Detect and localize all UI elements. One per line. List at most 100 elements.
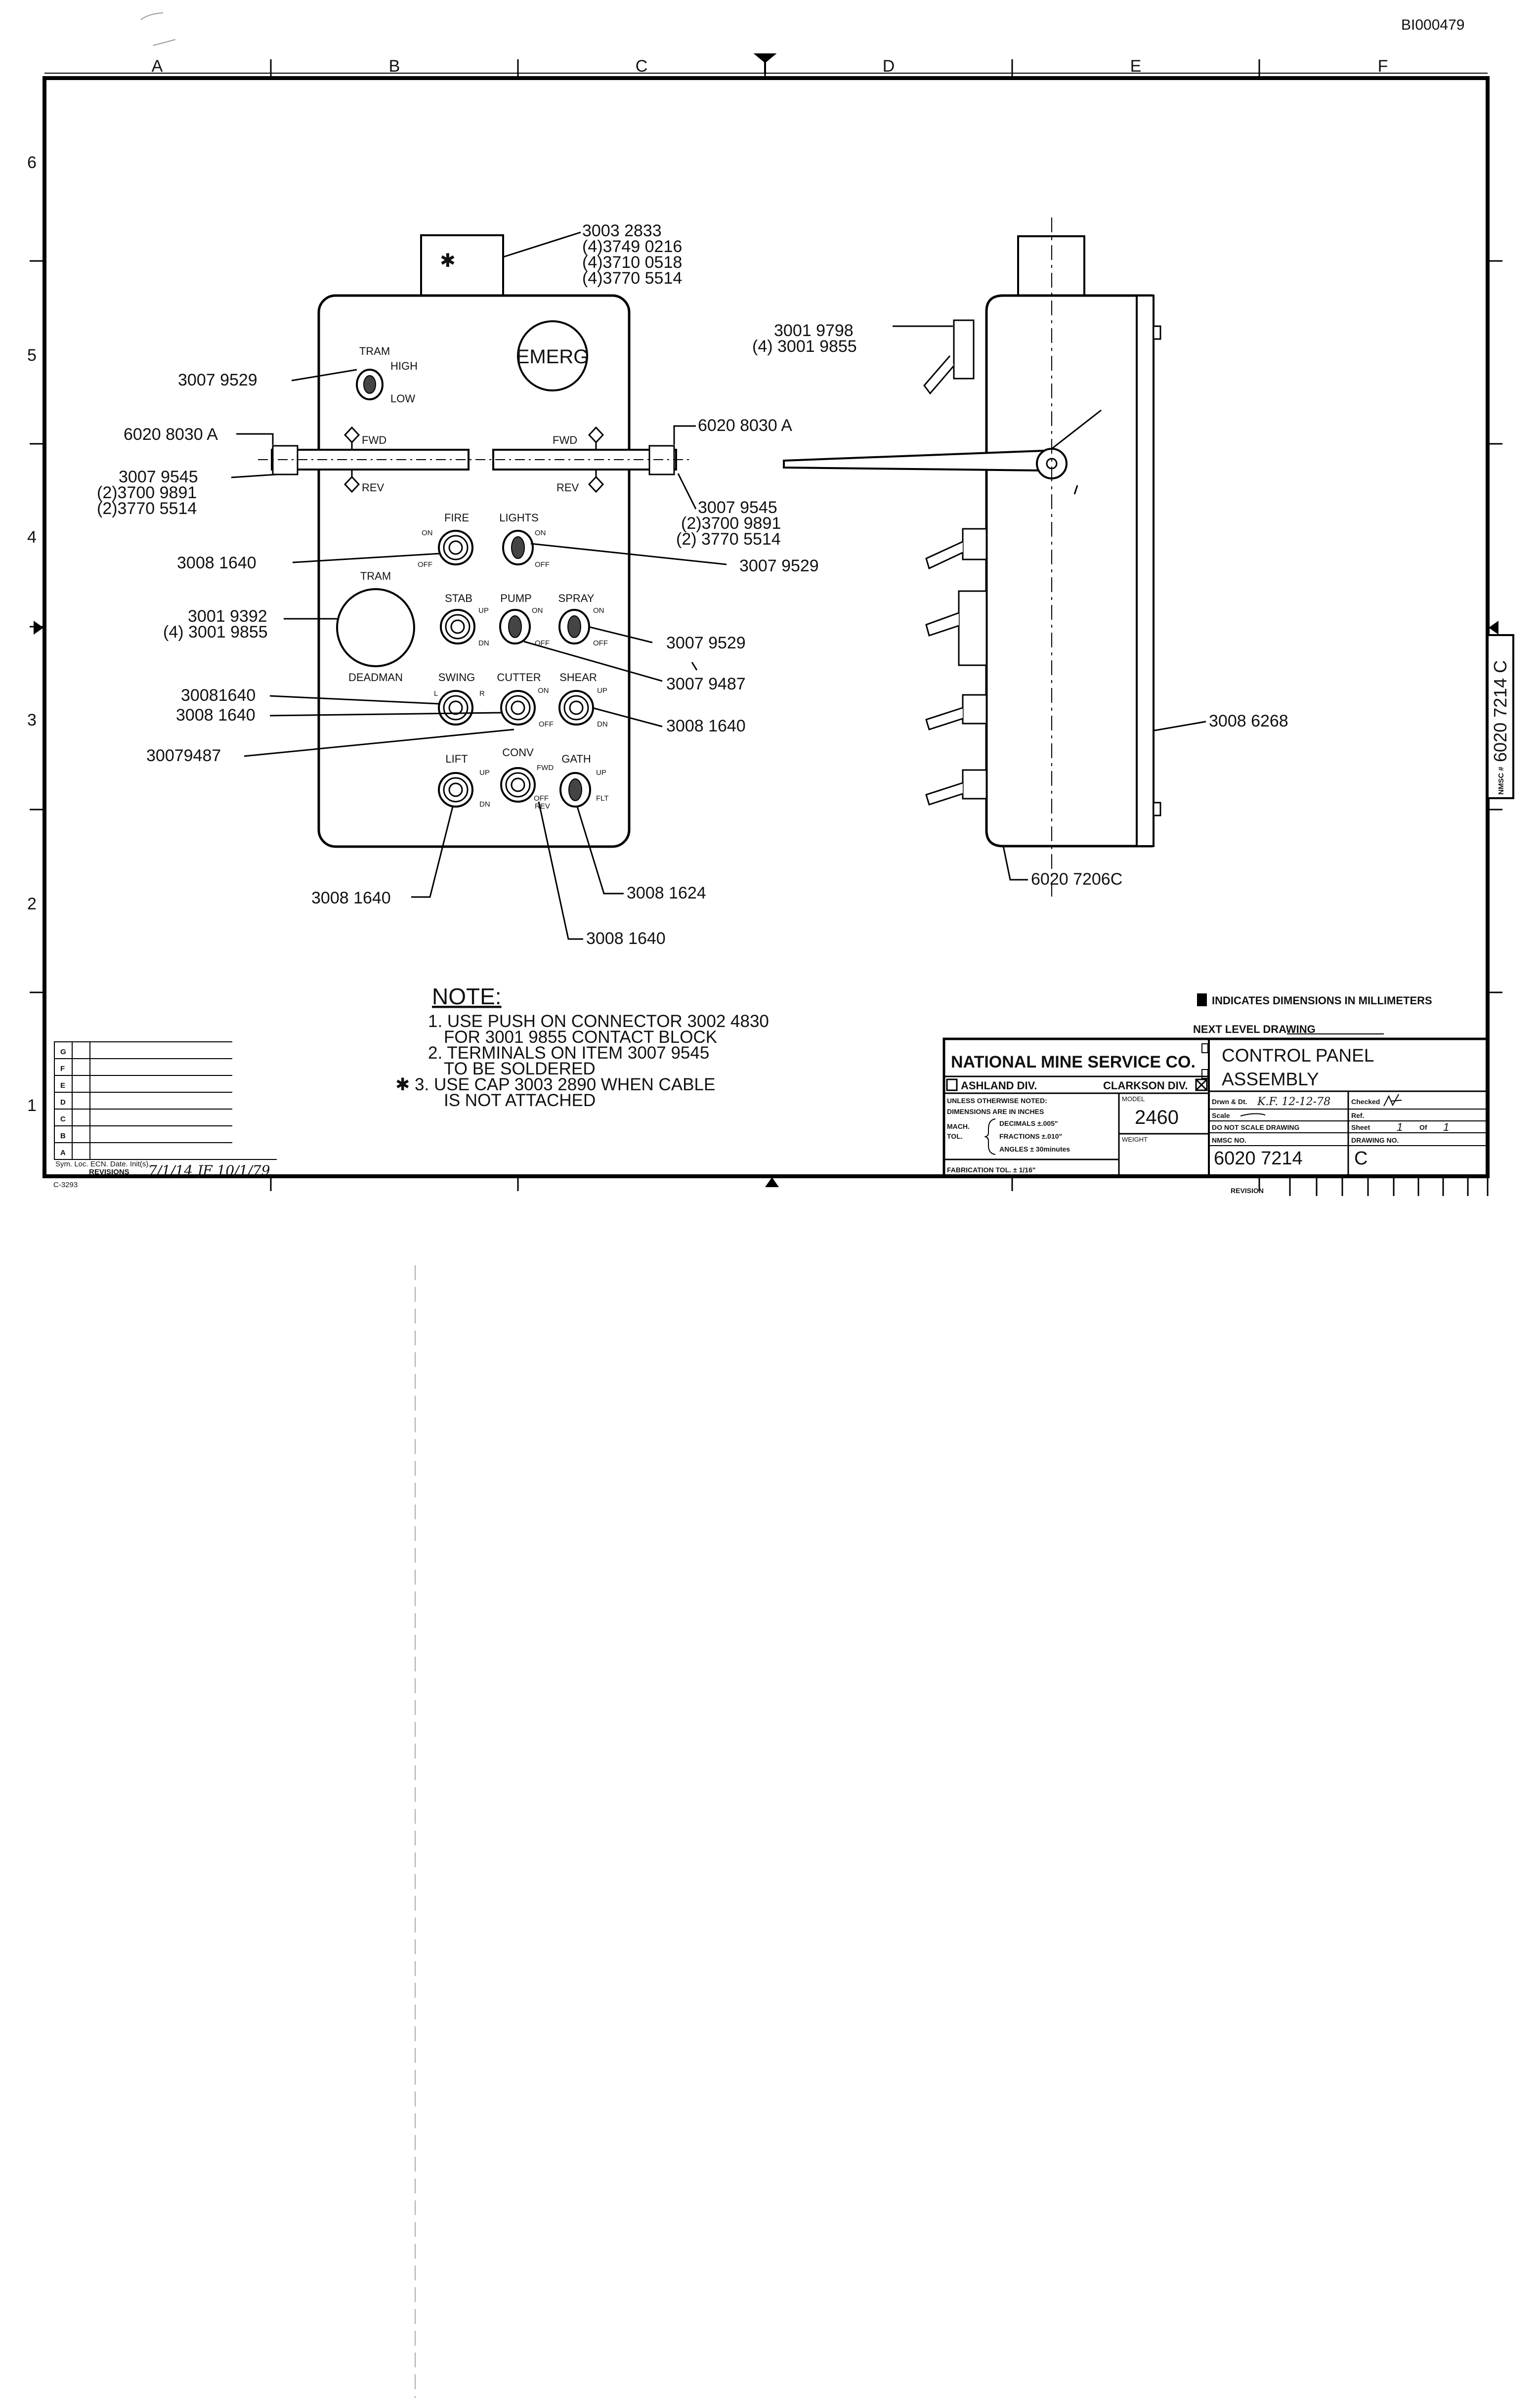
zone-col-b: B <box>389 57 400 76</box>
ref-label: Ref. <box>1351 1112 1364 1119</box>
conv-fwd: FWD <box>537 764 554 772</box>
revisions-block <box>54 1041 277 1160</box>
tol-brace <box>984 1118 996 1155</box>
conv-title: CONV <box>502 746 534 759</box>
nmsc-label: NMSC NO. <box>1212 1136 1246 1144</box>
tol-line-tol: TOL. <box>947 1132 963 1140</box>
checked-label: Checked <box>1351 1098 1380 1106</box>
zone-row-4: 4 <box>27 528 37 547</box>
pump-title: PUMP <box>500 592 532 604</box>
zone-ticks-right <box>1488 260 1502 993</box>
scale-dash <box>1240 1113 1266 1116</box>
tol-line-2: DIMENSIONS ARE IN INCHES <box>947 1108 1044 1115</box>
conv-callout: 3008 1640 <box>586 929 666 948</box>
shear-leader <box>592 707 663 728</box>
left-fwd-label: FWD <box>362 434 386 446</box>
note-line-1: 1. USE PUSH ON CONNECTOR 3002 4830 <box>428 1012 769 1031</box>
shear-callout: 3008 1640 <box>666 717 746 735</box>
nmsc-number: 6020 7214 <box>1214 1148 1303 1169</box>
control-panel-body <box>317 294 631 848</box>
revision-label: REVISION <box>1231 1187 1264 1195</box>
side-tab: NMSC # 6020 7214 C <box>1487 634 1514 799</box>
cutter-switch[interactable] <box>500 690 536 726</box>
cutter-leader <box>269 712 502 717</box>
emergency-stop-button[interactable] <box>517 320 588 391</box>
side-screws <box>1153 325 1161 816</box>
lift-switch[interactable] <box>438 772 473 808</box>
spray-on: ON <box>593 606 604 615</box>
tram-switch-leader <box>291 369 357 382</box>
zone-row-2: 2 <box>27 895 37 913</box>
shear-switch[interactable] <box>558 690 594 726</box>
revision-ticks <box>1289 1176 1489 1196</box>
zone-col-c: C <box>636 57 648 76</box>
zone-col-e: E <box>1130 57 1142 76</box>
drawing-no: C <box>1354 1148 1368 1169</box>
tram-speed-toggle[interactable] <box>356 369 384 400</box>
left-stack-3: (2)3770 5514 <box>97 499 197 518</box>
swing-switch[interactable] <box>438 690 473 726</box>
zone-col-d: D <box>883 57 895 76</box>
lights-off: OFF <box>535 560 550 569</box>
rev-c: C <box>60 1115 66 1123</box>
emergency-stop-label: EMERG <box>516 346 589 368</box>
pump-toggle[interactable] <box>499 609 531 644</box>
lift-leader <box>411 806 454 898</box>
rev-g: G <box>60 1048 66 1056</box>
conv-switch[interactable] <box>500 767 536 803</box>
connector-star: ✱ <box>440 251 456 271</box>
side-switch-stack <box>923 319 987 806</box>
fabrication-tolerance: FABRICATION TOL. ± 1/16" <box>947 1166 1036 1174</box>
drawn-label: Drwn & Dt. <box>1212 1098 1247 1106</box>
zone-ticks-bottom <box>270 1176 1260 1191</box>
gath-toggle[interactable] <box>559 772 591 808</box>
connector-part-3: (4)3710 0518 <box>582 253 682 272</box>
rev-b: B <box>60 1132 66 1140</box>
zone-ticks-left <box>30 260 44 993</box>
bracket-right-leader <box>673 425 696 445</box>
spray-callout: 3007 9529 <box>666 634 746 652</box>
left-stack-2: (2)3700 9891 <box>97 483 197 502</box>
lights-toggle[interactable] <box>502 530 534 565</box>
weight-label: WEIGHT <box>1122 1136 1148 1143</box>
connector-part-4: (4)3770 5514 <box>582 269 682 288</box>
fire-switch[interactable] <box>438 530 473 565</box>
tol-line-mach: MACH. <box>947 1122 970 1130</box>
left-rev-arrow-icon <box>343 471 360 493</box>
rev-d: D <box>60 1098 66 1107</box>
gath-up: UP <box>596 769 606 777</box>
center-arrow-left <box>34 621 43 635</box>
lift-up: UP <box>479 769 490 777</box>
tram-switch-title: TRAM <box>359 345 390 357</box>
deadman-callout-2: (4) 3001 9855 <box>163 623 268 642</box>
deadman-bottom-label: DEADMAN <box>348 671 403 684</box>
rev-signature: 7/1/14 JF 10/1/79 <box>148 1162 270 1179</box>
pump-callout: 3007 9487 <box>666 675 746 693</box>
stab-title: STAB <box>445 592 472 604</box>
right-stack-1: 3007 9545 <box>698 498 777 517</box>
note-line-5: ✱ 3. USE CAP 3003 2890 WHEN CABLE <box>395 1075 715 1094</box>
side-enclosure <box>985 294 1153 848</box>
rev-f: F <box>60 1065 65 1073</box>
connector-housing <box>420 234 504 297</box>
document-id: BI000479 <box>1401 17 1464 33</box>
tram-deadman-button[interactable] <box>336 588 415 667</box>
pump-on: ON <box>532 606 543 615</box>
side-top-callout-2: (4) 3001 9855 <box>752 337 857 356</box>
tram-switch-callout: 3007 9529 <box>178 371 257 389</box>
gath-title: GATH <box>561 753 591 765</box>
bracket-left-leader <box>236 433 274 445</box>
scan-mark <box>140 12 176 46</box>
lift-title: LIFT <box>445 753 468 765</box>
model-number: 2460 <box>1135 1107 1179 1128</box>
spray-toggle[interactable] <box>558 609 590 644</box>
model-label: MODEL <box>1122 1095 1145 1103</box>
bracket-right-callout: 6020 8030 A <box>698 416 792 435</box>
fire-title: FIRE <box>444 512 469 524</box>
form-number: C-3293 <box>53 1181 78 1189</box>
pump-leader <box>523 641 698 682</box>
notes-heading: NOTE: <box>432 984 502 1009</box>
fire-callout: 3008 1640 <box>177 554 257 572</box>
stab-switch[interactable] <box>440 609 475 644</box>
cutter-on: ON <box>538 686 549 695</box>
